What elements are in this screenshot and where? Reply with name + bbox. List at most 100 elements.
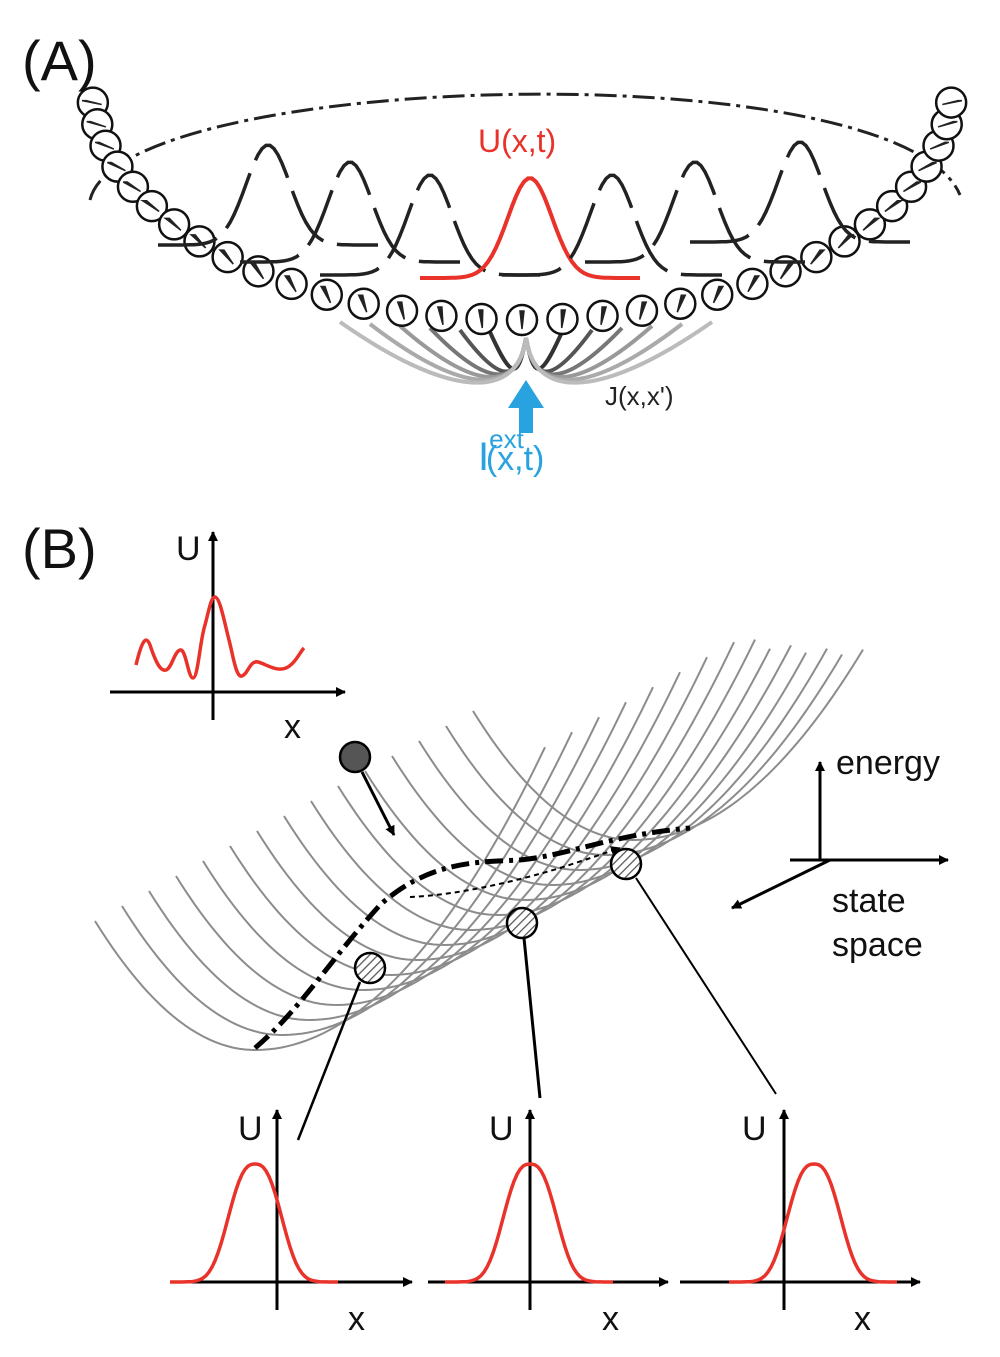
bottom-plots: U x U x U x: [170, 1109, 921, 1338]
neuron: [505, 303, 539, 337]
neuron: [310, 278, 344, 311]
neuron: [465, 302, 498, 336]
bottom-left-profile: [170, 1162, 338, 1284]
connector-right: [635, 877, 777, 1095]
drift-arrow: [409, 846, 621, 898]
neuron-cell-glyph: [81, 99, 102, 106]
activity-label: U(x,t): [478, 123, 556, 159]
coupling-arc: [488, 331, 528, 371]
neuron: [275, 267, 308, 301]
bottom-plot-middle: U x: [428, 1109, 669, 1338]
neuron-cell-glyph: [519, 310, 525, 330]
bottom-middle-profile: [445, 1162, 613, 1284]
energy-landscape: [94, 639, 864, 1052]
activity-bump: [240, 160, 460, 264]
state-ball-left: [353, 951, 387, 985]
connector-left: [296, 981, 362, 1141]
external-input-label: Iext(x,t): [478, 424, 544, 479]
energy-curve: [472, 649, 864, 842]
bottom-right-y-label: U: [742, 1110, 767, 1148]
neuron: [157, 208, 191, 241]
external-input-arrow: [508, 380, 544, 433]
neuron-cell-glyph: [140, 199, 160, 213]
neuron-cell-glyph: [937, 120, 958, 128]
neuron: [135, 189, 169, 223]
state-axis-depth: [731, 858, 831, 910]
bottom-plot-right: U x: [680, 1109, 921, 1338]
neuron: [242, 255, 275, 288]
neuron-cell-glyph: [107, 161, 126, 172]
falling-arrow: [360, 771, 396, 836]
bottom-right-profile: [729, 1162, 897, 1284]
neuron: [116, 170, 150, 204]
neuron-cell-glyph: [249, 263, 265, 280]
bottom-plot-left: U x: [170, 1109, 413, 1338]
neuron: [625, 294, 659, 328]
energy-curve: [337, 648, 771, 917]
bottom-middle-y-label: U: [489, 1110, 514, 1148]
coupling-arcs: [338, 320, 714, 385]
activity-bump: [502, 173, 722, 277]
energy-curve: [94, 746, 546, 1052]
coupling-arc: [524, 320, 714, 385]
neuron: [586, 299, 619, 333]
neuron: [934, 86, 968, 119]
neuron-cell-glyph: [810, 249, 826, 265]
neuron-cell-glyph: [477, 309, 484, 329]
activity-bump: [158, 143, 378, 247]
neuron: [736, 267, 769, 301]
activity-bumps: [158, 140, 910, 280]
attractor-valley-line: [253, 825, 691, 1050]
panel-a: (A) U(x,t) J(x,x') Iext(x,t): [22, 29, 968, 479]
neuron: [769, 255, 802, 288]
neuron-cell-glyph: [862, 217, 881, 231]
neuron-cell-glyph: [560, 309, 567, 329]
neuron-cell-glyph: [929, 141, 950, 150]
neuron-cell-glyph: [163, 217, 182, 231]
inset-x-label: x: [284, 708, 301, 746]
energy-curve: [202, 686, 654, 992]
neuron: [853, 208, 887, 241]
panel-b: (B) U x energy st: [22, 517, 949, 1338]
energy-curve: [256, 656, 708, 962]
neuron: [347, 287, 380, 320]
neuron-cell-glyph: [283, 275, 297, 293]
neuron-cell-glyph: [779, 263, 795, 280]
neuron-cell-glyph: [357, 294, 368, 313]
neuron-cell-glyph: [600, 306, 608, 325]
state-ball-middle: [505, 906, 539, 940]
neuron-cell-glyph: [94, 141, 115, 150]
neuron-cell-glyph: [712, 285, 725, 304]
connector-middle: [522, 937, 542, 1099]
activity-bump: [585, 160, 805, 264]
inset-noisy-profile: [134, 595, 306, 680]
neuron-cell-glyph: [884, 199, 904, 213]
neuron: [211, 240, 244, 274]
neuron-cell-glyph: [676, 294, 687, 313]
axes-indicator: energy state space: [731, 744, 949, 964]
bottom-left-x-label: x: [348, 1300, 365, 1338]
neuron: [425, 299, 458, 333]
coupling-arc: [338, 320, 528, 385]
neuron-cell-glyph: [319, 285, 332, 304]
neuron: [546, 302, 579, 336]
neuron-cell-glyph: [638, 301, 648, 320]
energy-curve: [391, 652, 807, 887]
falling-state-ball: [338, 740, 372, 774]
energy-curve: [175, 701, 627, 1007]
bottom-left-y-label: U: [238, 1110, 263, 1148]
panel-a-label: (A): [22, 29, 97, 92]
energy-curve: [121, 731, 573, 1037]
coupling-label: J(x,x'): [605, 381, 674, 411]
neuron-cell-glyph: [436, 306, 444, 325]
energy-curve: [445, 653, 843, 857]
neuron-cell-glyph: [918, 161, 937, 172]
state-ball-right: [609, 847, 643, 881]
energy-curve: [148, 716, 600, 1022]
bottom-right-x-label: x: [854, 1300, 871, 1338]
bottom-middle-x-label: x: [602, 1300, 619, 1338]
state-label-line1: state: [832, 882, 906, 920]
neuron: [700, 278, 734, 311]
neuron-cell-glyph: [902, 181, 922, 193]
